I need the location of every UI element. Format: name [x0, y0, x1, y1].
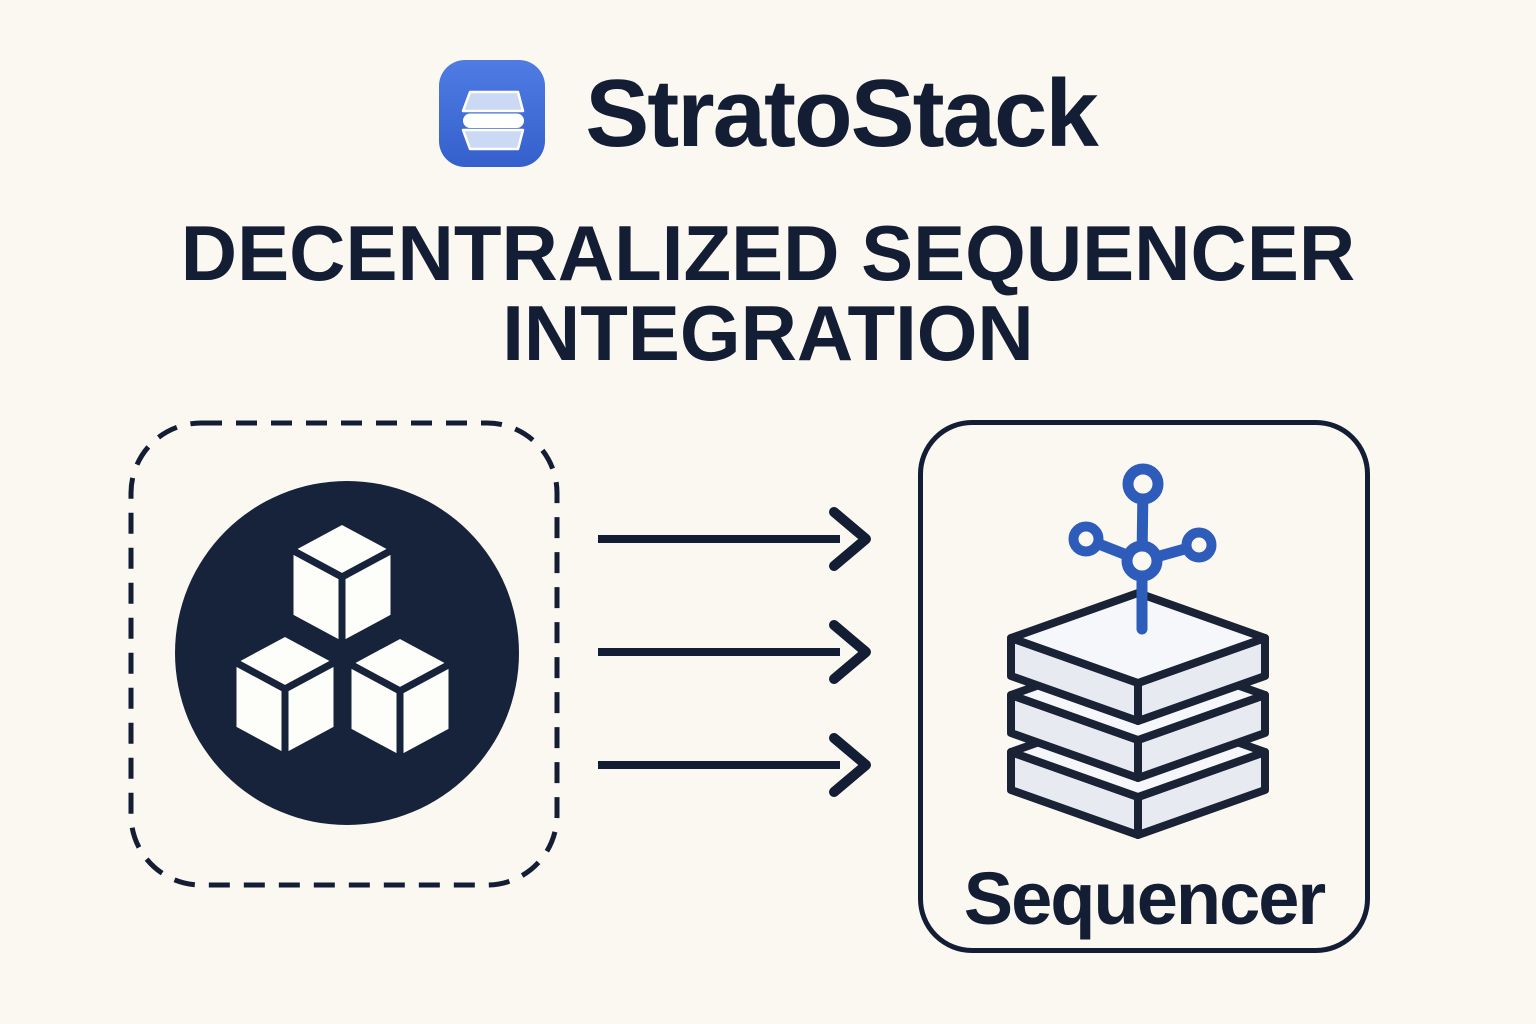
logo-row: StratoStack — [0, 60, 1536, 167]
logo-middle-layer — [463, 113, 525, 128]
blockchain-cubes-icon — [229, 517, 456, 763]
stratostack-layers-icon — [439, 60, 546, 167]
flow-arrows — [598, 507, 871, 797]
source-box-dashed-border — [128, 420, 560, 888]
sequencer-node-stack-icon — [1007, 463, 1269, 839]
logo-text: StratoStack — [585, 59, 1099, 167]
logo-bottom-layer — [461, 128, 525, 151]
source-box — [128, 420, 560, 888]
arrow-right-icon — [598, 733, 871, 797]
title-line-2: INTEGRATION — [502, 289, 1034, 377]
logo-top-layer — [461, 90, 525, 113]
layer-stack-icon — [1007, 589, 1269, 839]
sequencer-label: Sequencer — [963, 857, 1326, 940]
page-title: DECENTRALIZED SEQUENCER INTEGRATION — [0, 213, 1536, 373]
arrow-right-icon — [598, 620, 871, 684]
title-line-1: DECENTRALIZED SEQUENCER — [180, 209, 1356, 297]
arrow-right-icon — [598, 507, 871, 571]
sequencer-box: Sequencer — [918, 420, 1370, 953]
network-nodes-icon — [1068, 463, 1217, 635]
